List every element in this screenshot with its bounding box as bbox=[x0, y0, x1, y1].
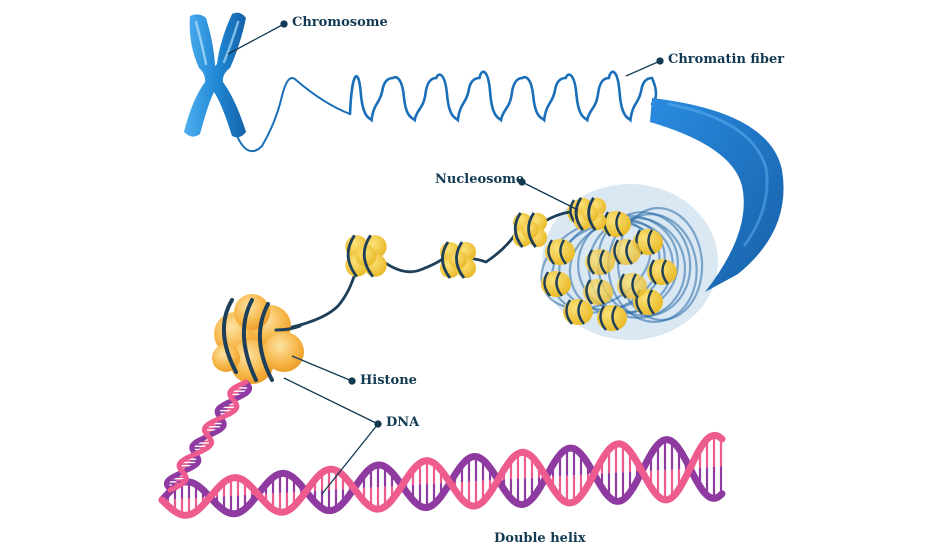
nucleosome-beads bbox=[345, 197, 607, 279]
chromosome-shape bbox=[184, 12, 246, 138]
label-double-helix: Double helix bbox=[494, 531, 586, 546]
label-histone: Histone bbox=[360, 373, 417, 388]
label-nucleosome: Nucleosome bbox=[435, 172, 525, 187]
dna-double-helix bbox=[158, 379, 726, 519]
label-chromatin-fiber: Chromatin fiber bbox=[668, 52, 785, 67]
histone-octamer bbox=[212, 294, 304, 384]
label-chromosome: Chromosome bbox=[292, 15, 388, 30]
chromatin-fiber-coil bbox=[348, 70, 658, 123]
solenoid-cluster bbox=[540, 184, 718, 340]
chromatin-strand bbox=[236, 77, 351, 153]
leader-lines bbox=[227, 20, 664, 495]
label-dna: DNA bbox=[386, 415, 420, 430]
chromatin-fiber-thick bbox=[650, 98, 784, 292]
